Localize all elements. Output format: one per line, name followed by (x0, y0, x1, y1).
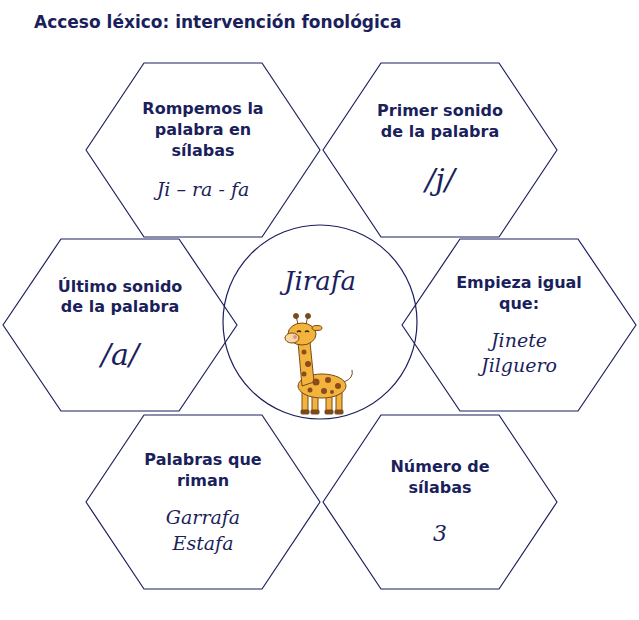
activity-heading: Rompemos la palabra en sílabas (128, 99, 278, 161)
hexagon-border (86, 63, 320, 237)
hexagon-border (323, 63, 557, 237)
circle-border (223, 225, 417, 419)
activity-heading: Primer sonido de la palabra (365, 101, 515, 143)
center-circle: Jirafa (222, 224, 418, 420)
hexagon-outline (322, 62, 558, 238)
target-word: Jirafa (284, 266, 356, 296)
hexagon-outline (401, 238, 637, 412)
circle-outline (222, 224, 418, 420)
activity-hexagon: Último sonido de la palabra/a/ (2, 238, 238, 412)
hexagon-outline (322, 414, 558, 590)
activity-answer: Estafa (173, 531, 234, 557)
hexagon-border (86, 415, 320, 589)
giraffe-illustration (280, 312, 360, 417)
activity-answer: /a/ (101, 335, 139, 376)
activity-answer: Jinete (491, 328, 547, 354)
activity-answer: Jilguero (481, 353, 557, 379)
hexagon-outline (2, 238, 238, 412)
hexagon-border (3, 239, 237, 411)
activity-heading: Empieza igual que: (444, 273, 594, 315)
activity-heading: Número de sílabas (365, 457, 515, 499)
activity-hexagon: Rompemos la palabra en sílabas Ji – ra - … (85, 62, 321, 238)
activity-answer: Ji – ra - fa (157, 177, 250, 203)
activity-heading: Último sonido de la palabra (45, 277, 195, 319)
activity-heading: Palabras que riman (128, 450, 278, 492)
hexagon-border (402, 239, 636, 411)
diagram-title: Acceso léxico: intervención fonológica (34, 12, 401, 32)
activity-answer: 3 (433, 519, 447, 549)
hexagon-outline (85, 414, 321, 590)
activity-hexagon: Palabras que rimanGarrafaEstafa (85, 414, 321, 590)
activity-hexagon: Primer sonido de la palabra/j/ (322, 62, 558, 238)
activity-answer: Garrafa (166, 505, 240, 531)
activity-hexagon: Empieza igual que: JineteJilguero (401, 238, 637, 412)
activity-hexagon: Número de sílabas 3 (322, 414, 558, 590)
hexagon-border (323, 415, 557, 589)
activity-answer: /j/ (425, 160, 455, 201)
